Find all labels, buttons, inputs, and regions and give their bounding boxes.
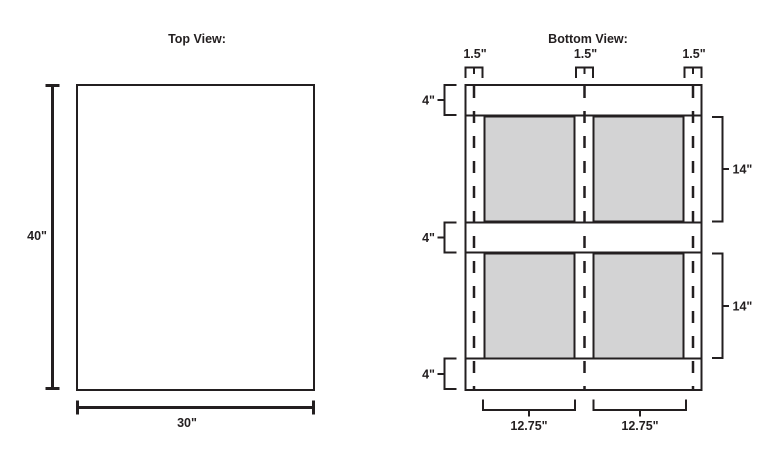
top-view-title: Top View: [168, 32, 226, 46]
rail-height-bracket-top [437, 84, 457, 116]
rail-height-bracket-bottom [437, 357, 457, 390]
cleat-width-label-center: 1.5" [574, 47, 597, 61]
cleat-width-label-right: 1.5" [682, 47, 705, 61]
cleat-width-label-left: 1.5" [463, 47, 486, 61]
panel-width-label-right: 12.75" [621, 419, 658, 433]
panel-height-bracket-upper [712, 116, 729, 223]
top-view-width-dimension-line [76, 400, 315, 415]
cleat-width-bracket-center [575, 66, 594, 78]
panel-width-label-left: 12.75" [510, 419, 547, 433]
rail-height-label-bottom: 4" [422, 368, 435, 382]
panel-height-bracket-lower [712, 252, 729, 359]
top-view-height-dimension-line [45, 84, 60, 390]
cleat-width-bracket-right [683, 66, 703, 78]
recessed-panel-bottom-left [483, 252, 576, 360]
panel-width-bracket-left [482, 399, 576, 417]
top-view-height-label: 40" [27, 229, 47, 243]
panel-height-label-lower: 14" [733, 300, 753, 314]
cleat-width-bracket-left [464, 66, 484, 78]
recessed-panel-top-right [592, 115, 685, 223]
top-view: Top View: 40" 30" [27, 32, 315, 430]
recessed-panel-top-left [483, 115, 576, 223]
top-view-panel-outline [76, 84, 315, 391]
recessed-panel-bottom-right [592, 252, 685, 360]
rail-height-bracket-middle [437, 221, 457, 254]
bottom-view-title: Bottom View: [548, 32, 628, 46]
panel-height-label-upper: 14" [733, 163, 753, 177]
bottom-view-panel-outline [464, 84, 703, 391]
rail-height-label-middle: 4" [422, 231, 435, 245]
rail-height-label-top: 4" [422, 94, 435, 108]
top-view-width-label: 30" [177, 416, 197, 430]
bottom-view: Bottom View: 1.5" 1.5" 1.5" 4" [422, 32, 752, 433]
panel-width-bracket-right [592, 399, 687, 417]
